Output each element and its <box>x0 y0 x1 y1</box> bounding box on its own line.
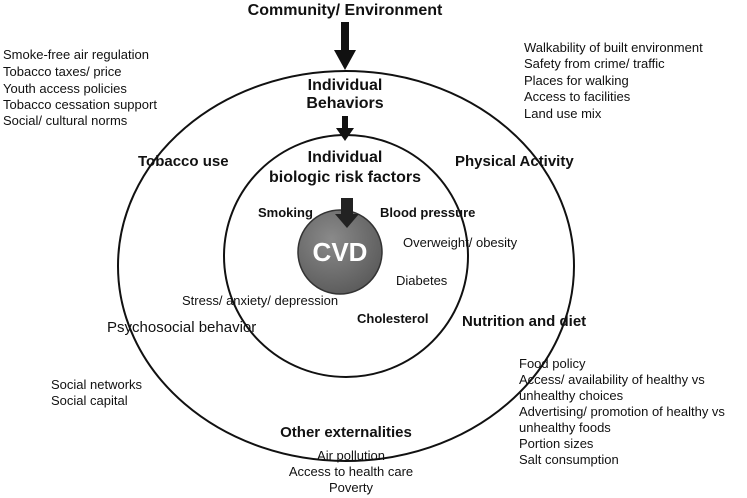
list-item: Salt consumption <box>519 452 619 467</box>
title-individual-behaviors-line2: Behaviors <box>306 95 383 112</box>
list-item: Safety from crime/ traffic <box>524 56 665 71</box>
list-item: Advertising/ promotion of healthy vs <box>519 404 725 419</box>
list-item: Access to facilities <box>524 89 631 104</box>
list-item: Social capital <box>51 393 128 408</box>
title-biologic-risk-line1: Individual <box>308 149 383 166</box>
list-tobacco-policies: Smoke-free air regulation Tobacco taxes/… <box>3 47 157 128</box>
list-item: Portion sizes <box>519 436 594 451</box>
arrow-behaviors-to-biologic <box>336 116 354 141</box>
title-biologic-risk-line2: biologic risk factors <box>269 169 421 186</box>
risk-smoking: Smoking <box>258 205 313 220</box>
list-item: Air pollution <box>317 448 385 463</box>
category-other-externalities: Other externalities <box>280 424 412 441</box>
list-externalities: Air pollution Access to health care Pove… <box>289 448 413 495</box>
list-item: Food policy <box>519 356 586 371</box>
category-psychosocial-behavior: Psychosocial behavior <box>107 319 256 336</box>
cvd-label: CVD <box>313 237 368 267</box>
list-item: Social/ cultural norms <box>3 113 128 128</box>
list-item: Youth access policies <box>3 81 127 96</box>
arrow-community-to-behaviors <box>334 22 356 70</box>
category-tobacco-use: Tobacco use <box>138 153 229 170</box>
category-physical-activity: Physical Activity <box>455 153 574 170</box>
list-item: Access to health care <box>289 464 413 479</box>
list-item: Access/ availability of healthy vs <box>519 372 705 387</box>
list-built-environment: Walkability of built environment Safety … <box>524 40 703 121</box>
list-item: Smoke-free air regulation <box>3 47 149 62</box>
list-food: Food policy Access/ availability of heal… <box>519 356 725 467</box>
category-nutrition-and-diet: Nutrition and diet <box>462 313 586 330</box>
list-social: Social networks Social capital <box>51 377 143 408</box>
risk-blood-pressure: Blood pressure <box>380 205 475 220</box>
list-item: Land use mix <box>524 106 602 121</box>
list-item: Walkability of built environment <box>524 40 703 55</box>
list-item: Tobacco taxes/ price <box>3 64 122 79</box>
list-item: Tobacco cessation support <box>3 97 157 112</box>
title-individual-behaviors-line1: Individual <box>308 77 383 94</box>
title-community-environment: Community/ Environment <box>248 2 443 19</box>
list-item: Social networks <box>51 377 143 392</box>
list-item: unhealthy foods <box>519 420 611 435</box>
risk-overweight-obesity: Overweight/ obesity <box>403 235 518 250</box>
list-item: Poverty <box>329 480 374 495</box>
list-item: unhealthy choices <box>519 388 624 403</box>
outer-ring-community <box>117 70 575 462</box>
risk-stress-anxiety-depression: Stress/ anxiety/ depression <box>182 293 338 308</box>
cvd-core <box>297 209 383 295</box>
arrow-biologic-to-cvd <box>335 198 359 228</box>
risk-diabetes: Diabetes <box>396 273 448 288</box>
risk-cholesterol: Cholesterol <box>357 311 429 326</box>
list-item: Places for walking <box>524 73 629 88</box>
